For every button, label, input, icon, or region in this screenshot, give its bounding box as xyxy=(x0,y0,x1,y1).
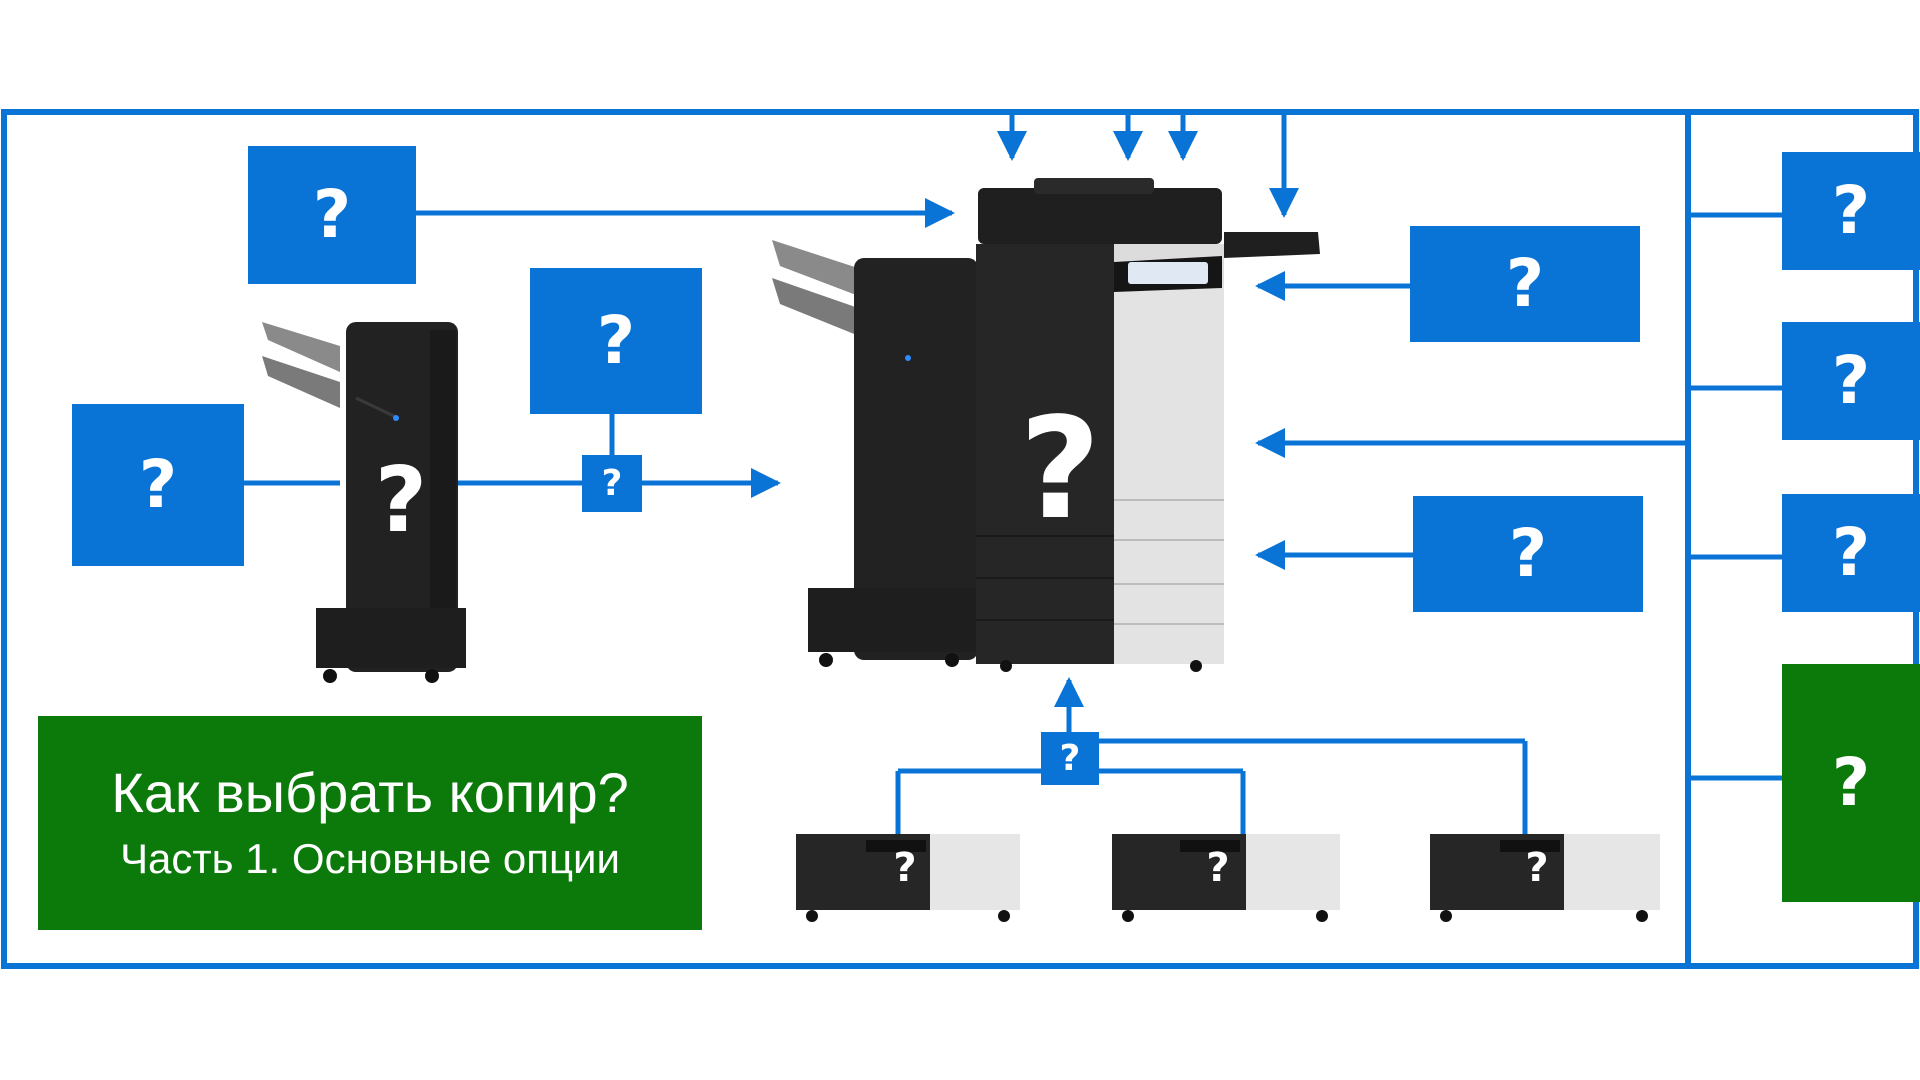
mfp-question-mark: ? xyxy=(1010,400,1110,540)
cassette-question-mark: ? xyxy=(1522,848,1552,888)
question-mark: ? xyxy=(602,466,623,502)
option-box-small-left: ? xyxy=(582,455,642,512)
finisher-question-mark: ? xyxy=(366,456,436,546)
title-line-1: Как выбрать копир? xyxy=(111,759,629,826)
option-box-left: ? xyxy=(72,404,244,566)
option-box-small-bottom: ? xyxy=(1041,732,1099,785)
panel-box-3: ? xyxy=(1782,494,1920,612)
option-box-top-left: ? xyxy=(248,146,416,284)
question-mark: ? xyxy=(1832,750,1870,816)
panel-box-1: ? xyxy=(1782,152,1920,270)
question-mark: ? xyxy=(1060,741,1081,777)
question-mark: ? xyxy=(1509,521,1547,587)
question-mark: ? xyxy=(597,308,635,374)
question-mark: ? xyxy=(1832,520,1870,586)
question-mark: ? xyxy=(313,182,351,248)
panel-box-4: ? xyxy=(1782,664,1920,902)
cassette-question-mark: ? xyxy=(890,848,920,888)
cassette-question-mark: ? xyxy=(1203,848,1233,888)
title-banner: Как выбрать копир? Часть 1. Основные опц… xyxy=(38,716,702,930)
question-mark: ? xyxy=(1506,251,1544,317)
title-line-2: Часть 1. Основные опции xyxy=(120,832,620,887)
question-mark: ? xyxy=(1832,348,1870,414)
question-mark: ? xyxy=(139,452,177,518)
option-box-mid-left: ? xyxy=(530,268,702,414)
question-mark: ? xyxy=(1832,178,1870,244)
option-box-right-top: ? xyxy=(1410,226,1640,342)
panel-box-2: ? xyxy=(1782,322,1920,440)
option-box-right-bottom: ? xyxy=(1413,496,1643,612)
